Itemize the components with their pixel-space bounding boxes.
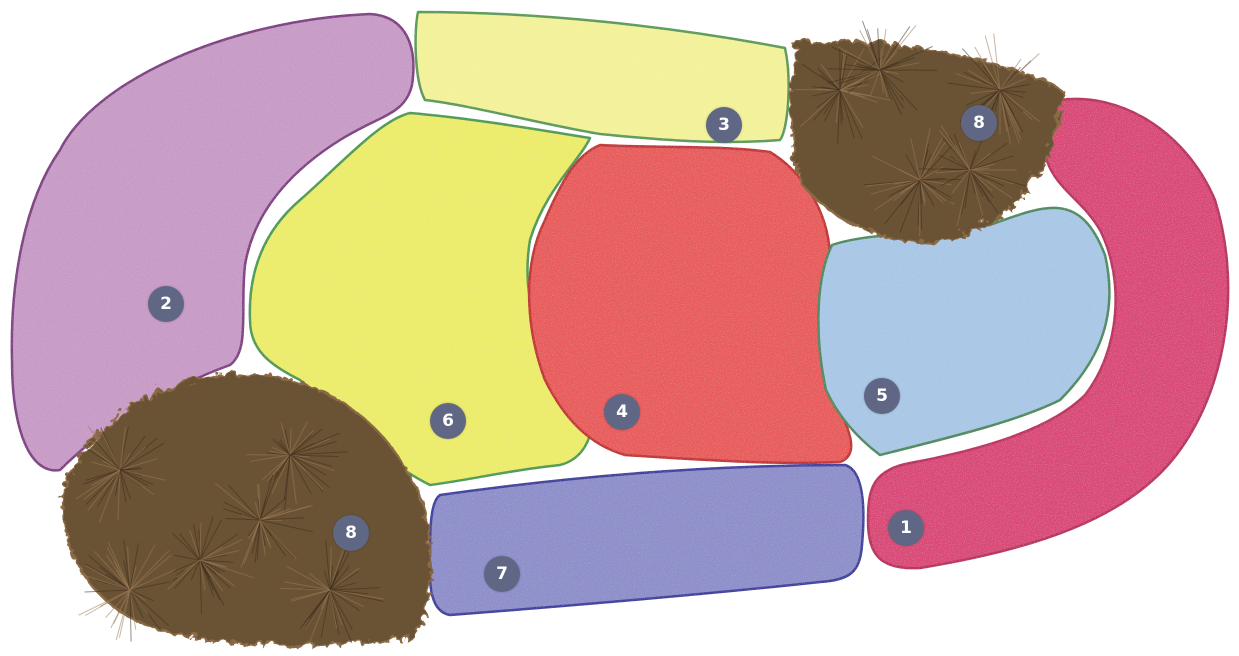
bed-4-shape: [529, 145, 851, 463]
bed-7-shape: [430, 465, 864, 615]
badge-bed-4: 4: [604, 394, 640, 430]
badge-bed-6: 6: [430, 403, 466, 439]
badge-bed-5: 5: [864, 378, 900, 414]
badge-bed-2: 2: [148, 286, 184, 322]
badge-bed-3: 3: [706, 107, 742, 143]
badge-bed-1: 1: [888, 510, 924, 546]
badge-bed-8-right: 8: [961, 105, 997, 141]
badge-bed-8-left: 8: [333, 515, 369, 551]
badge-bed-7: 7: [484, 556, 520, 592]
